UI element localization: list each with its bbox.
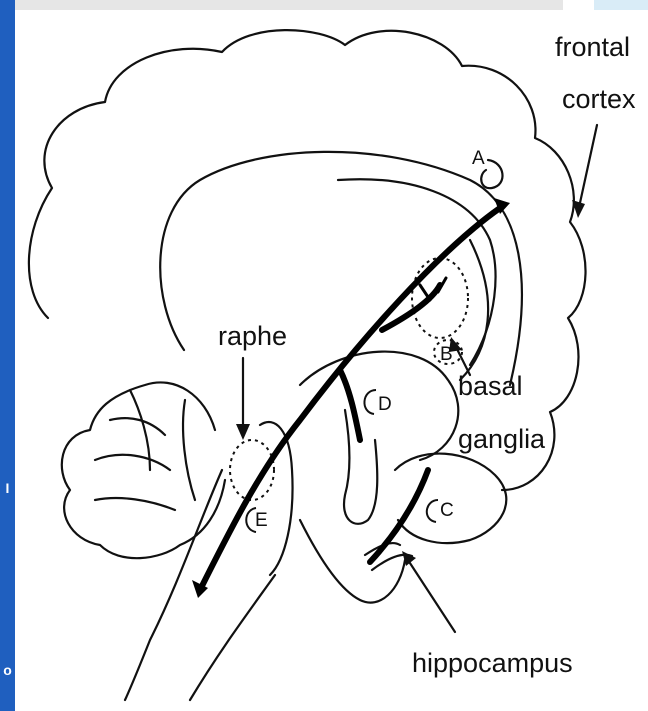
spinal-cord-left: [125, 470, 222, 700]
hippocampus-pointer: [406, 557, 455, 632]
frontal-pointer: [578, 125, 597, 212]
brainstem-lower: [300, 520, 405, 603]
inner-arc-2: [338, 179, 495, 365]
midbrain-outline: [344, 410, 377, 524]
cerebellum-folia-2: [95, 455, 170, 470]
branch-fine-1: [420, 285, 430, 300]
branch-hippocampus: [370, 470, 428, 562]
label-frontal-line1: frontal: [555, 32, 630, 62]
cerebellum-folia-3: [95, 498, 175, 510]
label-basal-line2: ganglia: [458, 424, 546, 454]
label-hippocampus: hippocampus: [412, 648, 573, 678]
cerebellum-folia-1: [110, 418, 165, 435]
label-frontal-line2: cortex: [562, 84, 636, 114]
spinal-cord-right: [190, 575, 275, 700]
cerebrum-outline: [29, 30, 586, 490]
cerebellum-outline: [62, 382, 225, 558]
temporal-outline: [395, 454, 506, 544]
label-basal-line1: basal: [458, 371, 523, 401]
label-site-e: E: [255, 510, 268, 531]
branch-thalamus: [340, 370, 360, 440]
raphe-pointer-head: [236, 424, 250, 440]
label-site-a: A: [472, 148, 485, 169]
cerebellum-folia-5: [183, 400, 195, 500]
label-site-c: C: [440, 500, 454, 521]
site-c-bracket: [427, 500, 438, 522]
cingulate-arc: [160, 152, 522, 385]
label-raphe: raphe: [218, 321, 287, 351]
label-site-d: D: [378, 394, 392, 415]
pons-outline: [260, 422, 293, 575]
basal-ganglia-circle: [412, 258, 468, 338]
label-site-b: B: [440, 344, 453, 365]
site-d-bracket: [364, 390, 376, 414]
